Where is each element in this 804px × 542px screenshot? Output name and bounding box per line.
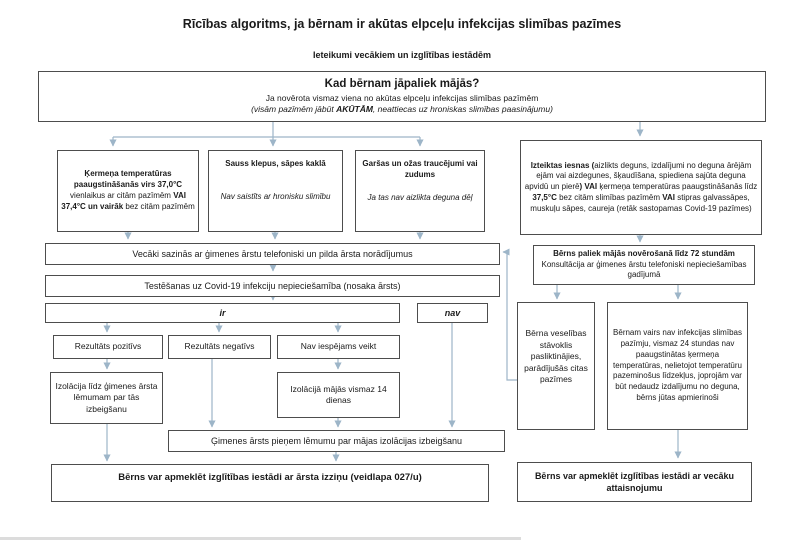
contact-doctor-box: Vecāki sazinās ar ģimenes ārstu telefoni… xyxy=(45,243,500,265)
symptom-cough-title: Sauss klepus, sāpes kaklā xyxy=(225,159,326,168)
mild-symptoms-box: Izteiktas iesnas (aizlikts deguns, izdal… xyxy=(520,140,762,235)
result-negative-box: Rezultāts negatīvs xyxy=(168,335,271,359)
header-question-title: Kad bērnam jāpaliek mājās? xyxy=(324,78,480,91)
symptom-taste-box: Garšas un ožas traucējumi vai zudums Ja … xyxy=(355,150,485,232)
test-yes-box: ir xyxy=(45,303,400,323)
result-not-possible-box: Nav iespējams veikt xyxy=(277,335,400,359)
observe-72h-box: Bērns paliek mājās novērošanā līdz 72 st… xyxy=(533,245,755,285)
symptom-taste-note: Ja tas nav aizlikta deguna dēļ xyxy=(367,192,473,202)
condition-worsens-box: Bērna veselības stāvoklis pasliktinājies… xyxy=(517,302,595,430)
header-question-line3: (visām pazīmēm jābūt AKŪTĀM, neattiecas … xyxy=(251,104,553,115)
symptom-cough-note: Nav saistīts ar hronisku slimību xyxy=(220,191,331,201)
doctor-ends-isolation-box: Ģimenes ārsts pieņem lēmumu par mājas iz… xyxy=(168,430,505,452)
isolation-until-decision-box: Izolācija līdz ģimenes ārsta lēmumam par… xyxy=(50,372,163,424)
header-question-box: Kad bērnam jāpaliek mājās? Ja novērota v… xyxy=(38,71,766,122)
page-subtitle: Ieteikumi vecākiem un izglītības iestādē… xyxy=(312,50,492,60)
isolation-14-days-box: Izolācijā mājās vismaz 14 dienas xyxy=(277,372,400,418)
testing-need-box: Testēšanas uz Covid-19 infekciju nepieci… xyxy=(45,275,500,297)
header-question-line2: Ja novērota vismaz viena no akūtas elpce… xyxy=(265,92,539,103)
attend-with-parent-note-box: Bērns var apmeklēt izglītības iestādi ar… xyxy=(517,462,752,502)
result-positive-box: Rezultāts pozitīvs xyxy=(53,335,163,359)
page-edge-line xyxy=(0,537,521,540)
symptom-taste-title: Garšas un ožas traucējumi vai zudums xyxy=(362,159,478,179)
attend-with-doctor-note-box: Bērns var apmeklēt izglītības iestādi ar… xyxy=(51,464,489,502)
observe-72h-title: Bērns paliek mājās novērošanā līdz 72 st… xyxy=(553,248,735,258)
symptoms-resolved-box: Bērnam vairs nav infekcijas slimības paz… xyxy=(607,302,748,430)
page-title: Rīcības algoritms, ja bērnam ir akūtas e… xyxy=(182,17,622,31)
symptom-temperature-box: Ķermeņa temperatūras paaugstināšanās vir… xyxy=(57,150,199,232)
test-no-box: nav xyxy=(417,303,488,323)
observe-72h-line2: Konsultācija ar ģimenes ārstu telefonisk… xyxy=(541,259,747,280)
symptom-cough-box: Sauss klepus, sāpes kaklā Nav saistīts a… xyxy=(208,150,343,232)
